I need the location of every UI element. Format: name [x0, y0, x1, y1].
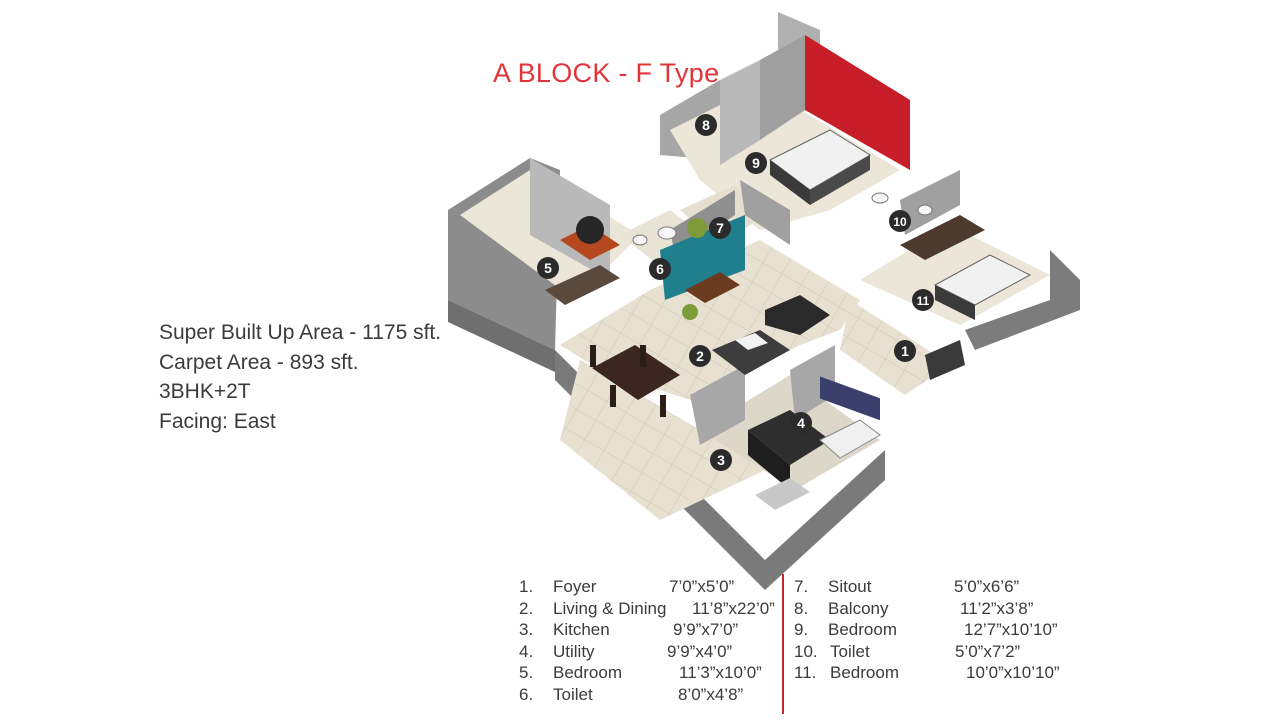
room-marker-2: 2: [689, 345, 711, 367]
room-marker-11: 11: [912, 289, 934, 311]
super-built-up-area: Super Built Up Area - 1175 sft.: [159, 321, 442, 344]
room-marker-4: 4: [790, 412, 812, 434]
room-row: 6. Toilet 8’0”x4’8”: [519, 684, 779, 706]
room-schedule-right: 7. Sitout 5’0”x6’6” 8. Balcony 11’2”x3’8…: [794, 576, 1074, 684]
room-dimension: 11’8”x22’0”: [692, 598, 775, 618]
room-name: Foyer: [553, 577, 597, 596]
room-marker-3: 3: [710, 449, 732, 471]
room-row: 3. Kitchen 9’9”x7’0”: [519, 619, 779, 641]
room-dimension: 10’0”x10’10”: [966, 663, 1060, 682]
room-row: 1. Foyer 7’0”x5’0”: [519, 576, 779, 598]
room-name: Toilet: [830, 641, 870, 661]
furniture: [545, 129, 1032, 510]
room-dimension: 5’0”x6’6”: [954, 577, 1020, 596]
room-name: Sitout: [828, 577, 872, 596]
room-name: Utility: [553, 641, 595, 661]
room-marker-10: 10: [889, 210, 911, 232]
room-row: 2. Living & Dining 11’8”x22’0”: [519, 598, 779, 620]
room-row: 11. Bedroom 10’0”x10’10”: [794, 662, 1074, 684]
room-name: Bedroom: [553, 663, 622, 682]
svg-text:8: 8: [702, 117, 710, 133]
room-number: 11.: [794, 663, 817, 682]
room-name: Living & Dining: [553, 598, 667, 618]
room-dimension: 12’7”x10’10”: [964, 620, 1058, 639]
svg-text:9: 9: [752, 155, 760, 171]
svg-text:4: 4: [797, 415, 805, 431]
room-schedule-left: 1. Foyer 7’0”x5’0” 2. Living & Dining 11…: [519, 576, 779, 705]
svg-text:2: 2: [696, 348, 704, 364]
room-marker-5: 5: [537, 257, 559, 279]
svg-text:11: 11: [917, 294, 930, 308]
room-row: 9. Bedroom 12’7”x10’10”: [794, 619, 1074, 641]
svg-text:1: 1: [901, 343, 909, 359]
room-marker-9: 9: [745, 152, 767, 174]
room-marker-6: 6: [649, 258, 671, 280]
legend-divider: [782, 574, 784, 714]
room-number: 5.: [519, 663, 534, 682]
room-number: 6.: [519, 684, 534, 704]
room-dimension: 5’0”x7’2”: [955, 641, 1021, 661]
svg-text:6: 6: [656, 261, 664, 277]
svg-text:7: 7: [716, 220, 724, 236]
room-name: Bedroom: [830, 663, 899, 682]
room-row: 7. Sitout 5’0”x6’6”: [794, 576, 1074, 598]
svg-text:3: 3: [717, 452, 725, 468]
room-dimension: 7’0”x5’0”: [669, 577, 735, 596]
room-row: 5. Bedroom 11’3”x10’0”: [519, 662, 779, 684]
room-number: 1.: [519, 577, 534, 596]
room-dimension: 9’9”x7’0”: [673, 620, 739, 639]
svg-text:10: 10: [893, 215, 907, 229]
svg-text:5: 5: [544, 260, 552, 276]
room-name: Bedroom: [828, 620, 897, 639]
room-dimension: 9’9”x4’0”: [667, 641, 733, 661]
area-specs: Super Built Up Area - 1175 sft. Carpet A…: [159, 318, 441, 436]
room-number: 10.: [794, 641, 818, 661]
room-row: 10. Toilet 5’0”x7’2”: [794, 641, 1074, 663]
room-number: 2.: [519, 598, 534, 618]
room-number: 9.: [794, 620, 809, 639]
page-title: A BLOCK - F Type: [493, 58, 720, 88]
room-dimension: 8’0”x4’8”: [678, 684, 744, 704]
carpet-area: Carpet Area - 893 sft.: [159, 350, 359, 374]
room-row: 4. Utility 9’9”x4’0”: [519, 641, 779, 663]
room-number: 3.: [519, 620, 534, 639]
room-number: 7.: [794, 577, 809, 596]
room-marker-8: 8: [695, 114, 717, 136]
room-markers: 1 2 3 4 5 6 7 8 9 10 11: [537, 114, 934, 471]
room-name: Kitchen: [553, 620, 610, 639]
room-name: Toilet: [553, 684, 593, 704]
room-number: 8.: [794, 598, 809, 618]
room-dimension: 11’3”x10’0”: [679, 663, 762, 682]
room-row: 8. Balcony 11’2”x3’8”: [794, 598, 1074, 620]
room-dimension: 11’2”x3’8”: [960, 598, 1034, 618]
facing: Facing: East: [159, 409, 276, 433]
room-name: Balcony: [828, 598, 889, 618]
room-number: 4.: [519, 641, 534, 661]
configuration: 3BHK+2T: [159, 380, 251, 403]
room-marker-1: 1: [894, 340, 916, 362]
room-marker-7: 7: [709, 217, 731, 239]
